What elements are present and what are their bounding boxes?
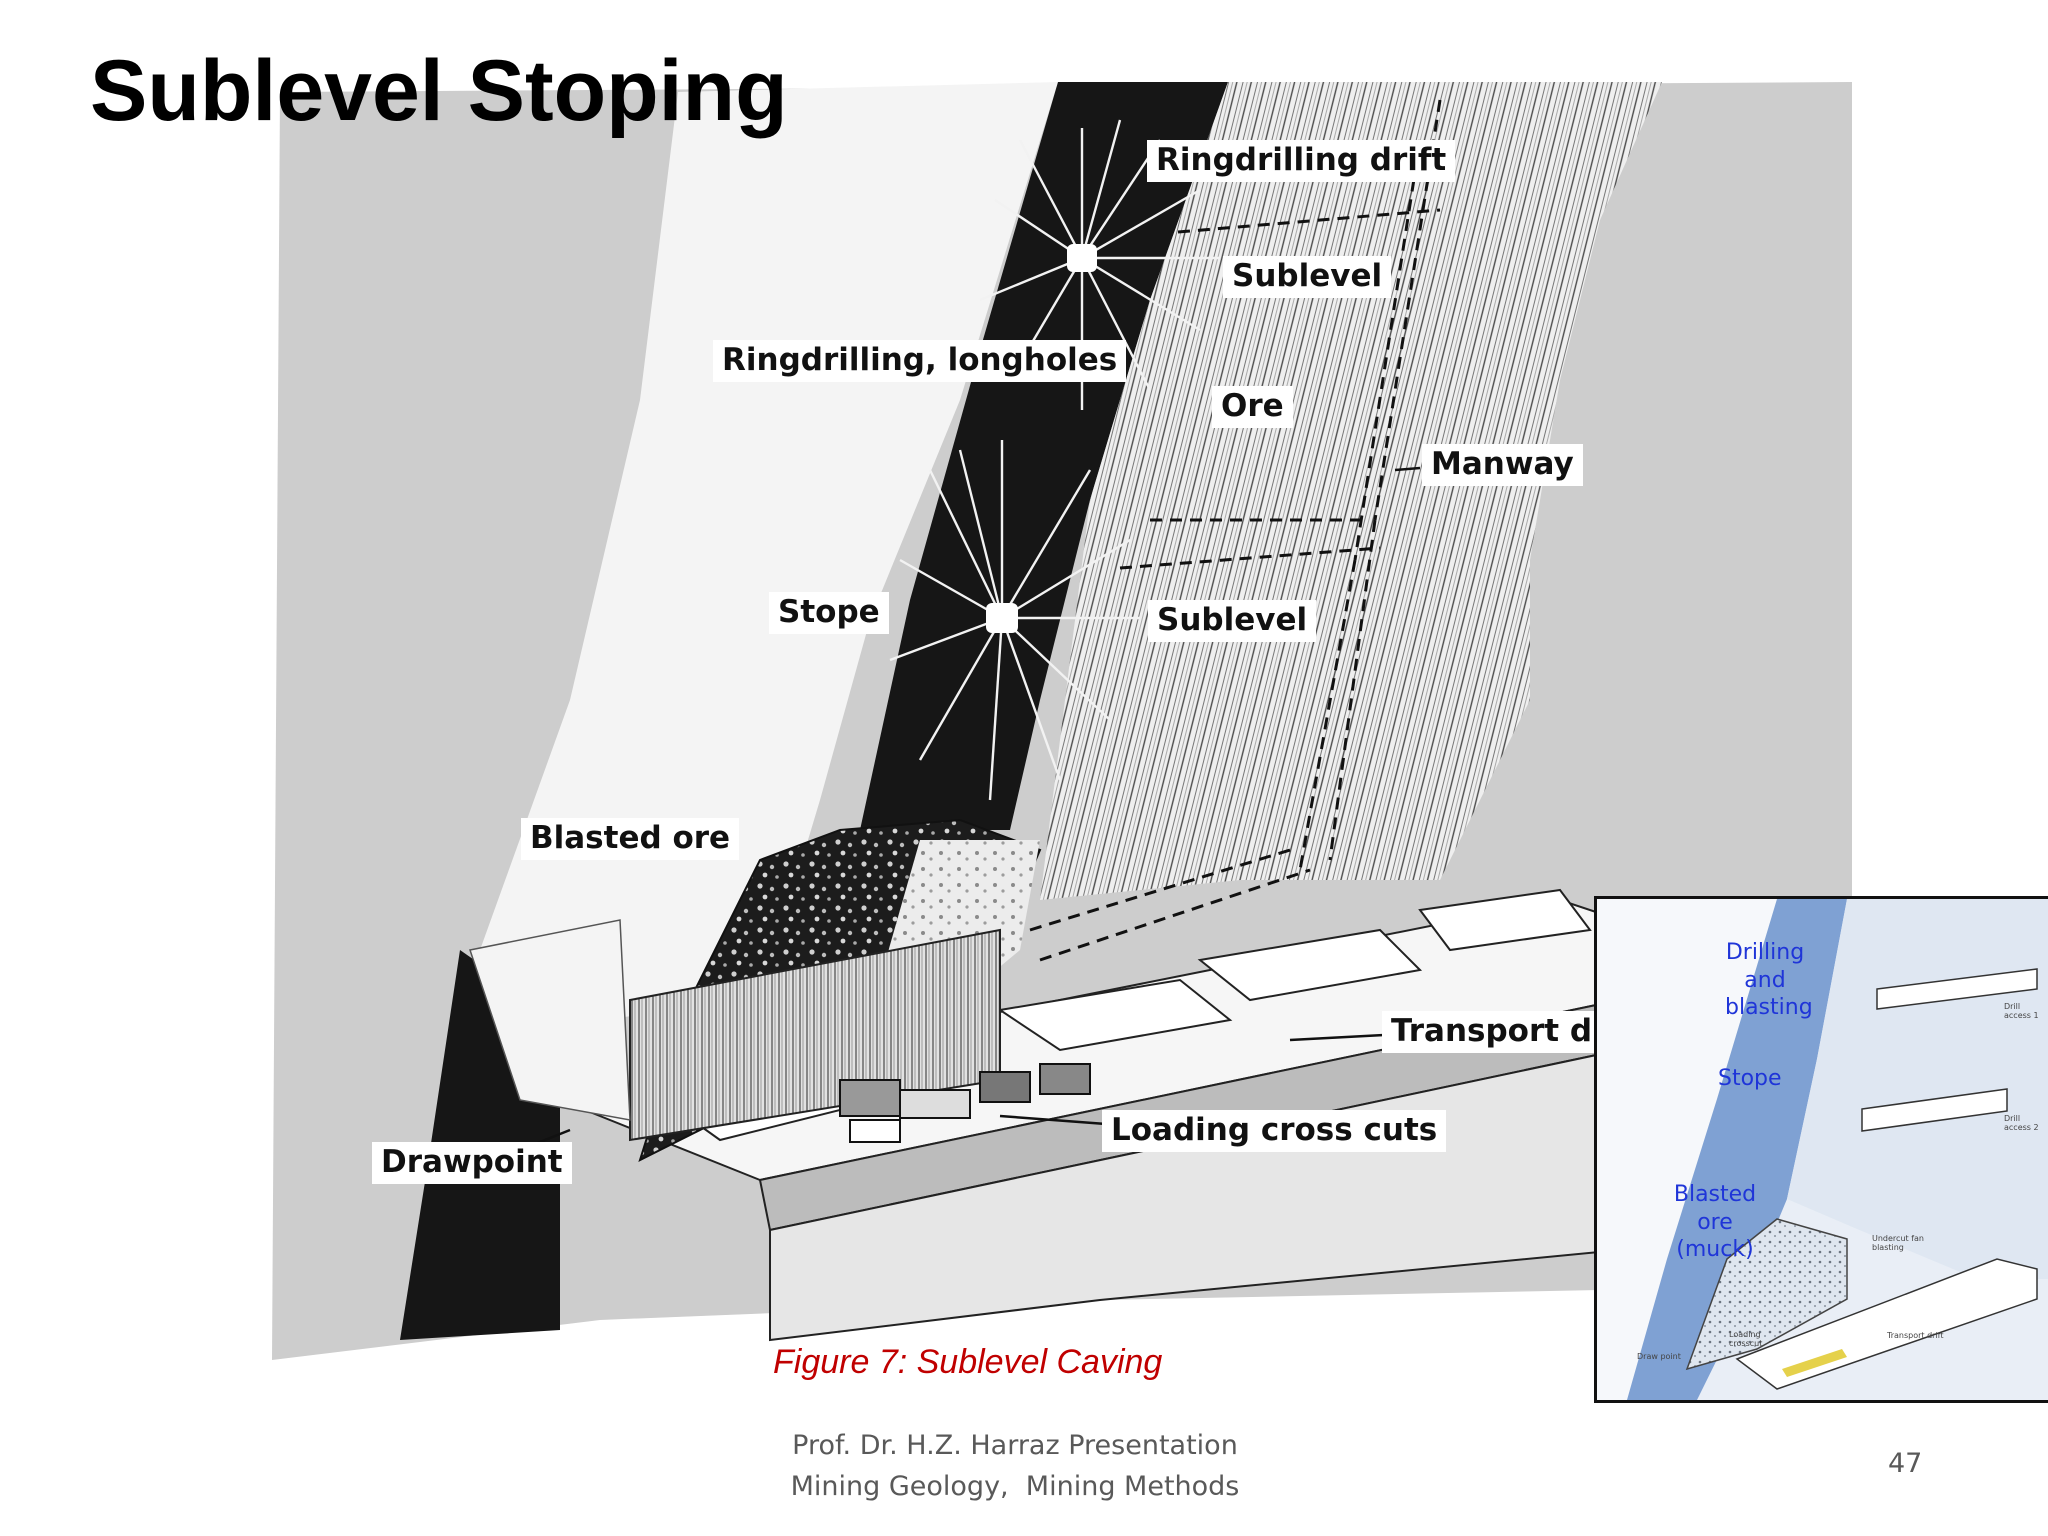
- inset-label-drilling-line3: blasting: [1725, 995, 1813, 1020]
- label-manway: Manway: [1422, 444, 1583, 486]
- figure-caption: Figure 7: Sublevel Caving: [773, 1343, 1163, 1381]
- inset-label-drill-access-1-line2: access 1: [2004, 1010, 2039, 1020]
- inset-label-undercut: Undercut fan blasting: [1872, 1234, 1924, 1253]
- label-sublevel-lower: Sublevel: [1148, 600, 1317, 642]
- inset-label-blasted-ore: Blasted ore (muck): [1655, 1181, 1775, 1264]
- inset-label-stope: Stope: [1718, 1066, 1782, 1091]
- inset-label-drilling-line2: and: [1744, 967, 1786, 993]
- inset-deck: [1735, 1258, 2038, 1390]
- drawpoint-crush-zone: [469, 919, 631, 1121]
- inset-muck-pile: [1685, 1218, 1848, 1371]
- ring-fan-upper: [979, 119, 1220, 410]
- inset-label-undercut-line1: Undercut fan: [1872, 1234, 1924, 1243]
- inset-label-drill-access-2: Drill access 2: [2004, 1114, 2039, 1133]
- inset-label-drill-access-2-line2: access 2: [2004, 1122, 2039, 1132]
- inset-label-undercut-line2: blasting: [1872, 1242, 1904, 1252]
- inset-drift-1: [1876, 968, 2038, 1010]
- page-number: 47: [1888, 1448, 1923, 1479]
- inset-label-loading-line2: crosscut: [1729, 1338, 1763, 1348]
- inset-label-blasted-line1: Blasted ore: [1673, 1182, 1757, 1235]
- inset-ore-band: [1627, 899, 1847, 1400]
- label-ringdrilling-longholes: Ringdrilling, longholes: [713, 340, 1127, 382]
- inset-label-drill-access-2-line1: Drill: [2004, 1114, 2021, 1123]
- label-ore: Ore: [1212, 386, 1293, 428]
- label-stope: Stope: [769, 592, 889, 634]
- footwall-band: [480, 82, 1058, 1030]
- inset-label-drill-access-1-line1: Drill: [2004, 1002, 2021, 1011]
- hanging-wall-ore: [1040, 82, 1662, 900]
- inset-footwall: [1597, 899, 1777, 1400]
- footer-course: Mining Geology, Mining Methods: [790, 1470, 1240, 1502]
- footer-author: Prof. Dr. H.Z. Harraz Presentation: [792, 1430, 1238, 1461]
- ring-fan-lower: [889, 440, 1140, 801]
- ringdrilling-drift-opening-lower: [986, 603, 1018, 633]
- loader-train: [839, 1063, 1091, 1143]
- ringdrilling-drift-opening-upper: [1067, 244, 1097, 272]
- label-ringdrilling-drift: Ringdrilling drift: [1147, 140, 1456, 182]
- inset-label-loading-crosscut: Loading crosscut: [1729, 1330, 1763, 1349]
- label-blasted-ore: Blasted ore: [521, 818, 740, 860]
- inset-drift-2: [1861, 1088, 2008, 1132]
- slide-title: Sublevel Stoping: [90, 43, 788, 139]
- footer-text: Prof. Dr. H.Z. Harraz Presentation Minin…: [780, 1426, 1250, 1507]
- ore-body: [860, 82, 1228, 830]
- inset-label-transport-drift: Transport drift: [1887, 1331, 1944, 1340]
- label-drawpoint: Drawpoint: [372, 1142, 572, 1184]
- inset-loading-marker: [1782, 1349, 1847, 1377]
- inset-label-drilling-blasting: Drilling and blasting: [1725, 939, 1813, 1022]
- inset-label-drilling-line1: Drilling: [1725, 940, 1805, 965]
- inset-figure: Drilling and blasting Stope Blasted ore …: [1594, 896, 2048, 1403]
- inset-label-drill-access-1: Drill access 1: [2004, 1002, 2039, 1021]
- inset-label-draw-point: Draw point: [1637, 1352, 1681, 1361]
- inset-label-loading-line1: Loading: [1729, 1330, 1761, 1339]
- label-sublevel-top: Sublevel: [1223, 256, 1392, 298]
- inset-label-blasted-line2: (muck): [1676, 1237, 1754, 1262]
- label-loading-cross-cuts: Loading cross cuts: [1102, 1110, 1447, 1152]
- inset-diagram: [1597, 899, 2048, 1400]
- label-transport: Transport d: [1382, 1011, 1602, 1053]
